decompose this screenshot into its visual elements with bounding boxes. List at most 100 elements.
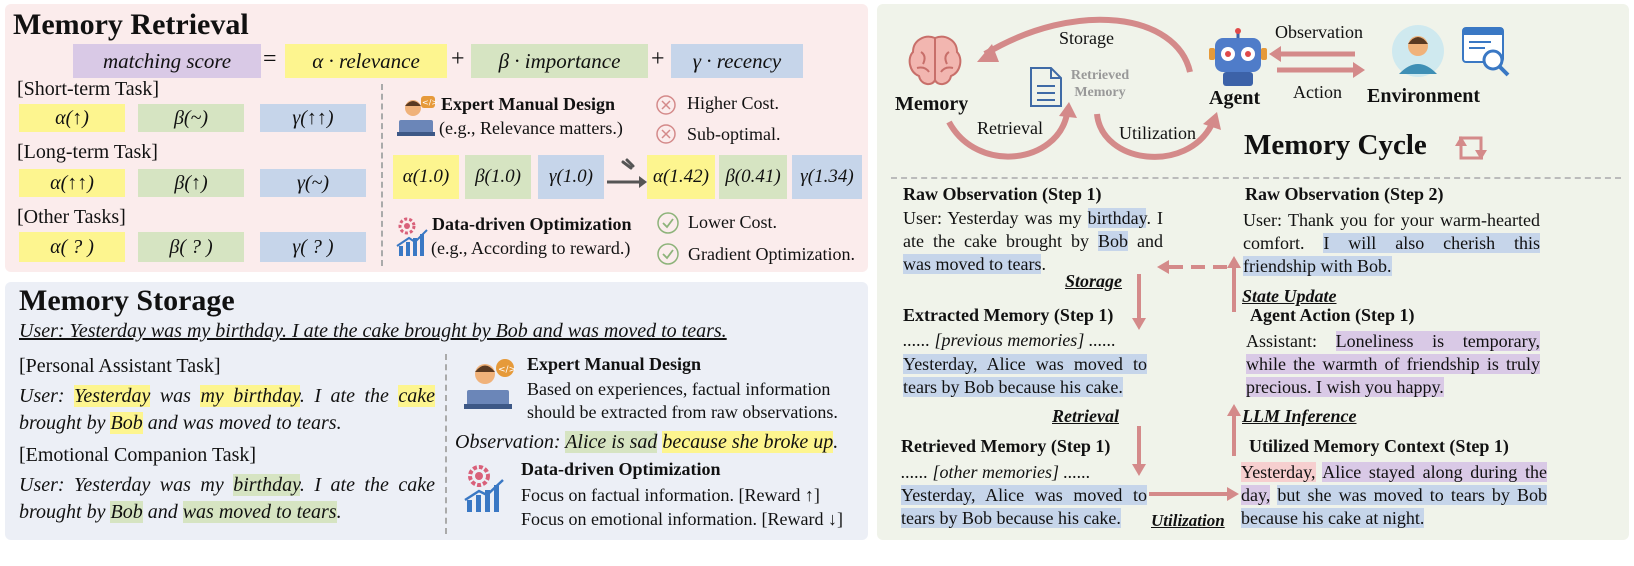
extracted-previous: ...... [previous memories] ...... (903, 330, 1116, 350)
raw2-text: User: Thank you for your warm-hearted co… (1243, 209, 1540, 278)
expert-person-icon: </> (395, 94, 438, 143)
task-other-alpha: α( ? ) (19, 232, 125, 262)
agent-action-prefix: Assistant: (1246, 331, 1336, 351)
storage-panel: Memory Storage User: Yesterday was my bi… (5, 282, 868, 540)
expert-title: Expert Manual Design (441, 94, 616, 114)
pa-highlight-birthday: my birthday (200, 385, 300, 407)
cycle-storage-label: Storage (1059, 28, 1114, 48)
raw1-highlight-birthday: birthday (1087, 208, 1147, 228)
robot-icon (1207, 28, 1269, 93)
pro-lower-cost: Lower Cost. (688, 212, 777, 232)
agent-action-text: Assistant: Loneliness is temporary, whil… (1246, 330, 1540, 399)
cycle-retrieval-label: Retrieval (977, 118, 1043, 138)
storage-expert-line1: Based on experiences, factual informatio… (527, 379, 831, 399)
browser-search-icon (1461, 26, 1511, 83)
retrieval-title: Memory Retrieval (13, 8, 249, 41)
cross-icon-2 (655, 123, 677, 150)
storage-data-icon (463, 464, 507, 519)
after-gamma: γ(1.34) (792, 155, 862, 199)
retrieved-title: Retrieved Memory (Step 1) (901, 436, 1111, 456)
flow-retrieval-label: Retrieval (1052, 406, 1119, 426)
brain-icon (907, 34, 963, 93)
pro-gradient-optimization: Gradient Optimization. (688, 244, 855, 264)
pa-text-2: was (150, 385, 201, 407)
raw1-title: Raw Observation (Step 1) (903, 184, 1102, 204)
after-alpha: α(1.42) (647, 155, 715, 199)
pa-text-5: and was moved to tears. (142, 412, 342, 434)
raw1-highlight-moved: was moved to tears (903, 254, 1042, 274)
observation-highlight-broke-up: because she broke up (662, 431, 834, 453)
ec-text-2: . I ate the cake brought by (19, 474, 435, 523)
retrieved-text: Yesterday, Alice was moved to tears by B… (901, 485, 1147, 528)
formula-term-gamma: γ · recency (671, 44, 803, 78)
task-long-beta: β(↑) (138, 169, 244, 197)
observation-end: . (833, 431, 839, 453)
optimize-arrow (605, 156, 649, 201)
person-icon (1391, 24, 1445, 83)
task-long-gamma: γ(~) (260, 169, 366, 197)
raw1-text-b: . I ate the cake brought by (903, 208, 1164, 251)
formula-plus2: + (651, 46, 665, 72)
task-label-short: [Short-term Task] (17, 78, 160, 100)
agent-action-title: Agent Action (Step 1) (1250, 305, 1415, 325)
before-alpha: α(1.0) (393, 155, 459, 199)
observation-line: Observation: Alice is sad because she br… (455, 431, 838, 454)
cross-icon-1 (655, 94, 677, 121)
observation-label: Observation: (455, 431, 566, 453)
ec-highlight-bob: Bob (110, 501, 143, 523)
storage-divider (445, 354, 447, 534)
extracted-text: Yesterday, Alice was moved to tears by B… (903, 354, 1147, 397)
ec-highlight-moved: was moved to tears (182, 501, 337, 523)
con-sub-optimal: Sub-optimal. (687, 124, 781, 144)
storage-data-line1: Focus on factual information. [Reward ↑] (521, 485, 820, 505)
cycle-title: Memory Cycle (1244, 129, 1427, 161)
svg-text:</>: </> (498, 365, 515, 375)
before-beta: β(1.0) (465, 155, 531, 199)
formula-term-alpha: α · relevance (285, 44, 447, 78)
raw1-text-c: and (1128, 231, 1163, 251)
svg-text:</>: </> (422, 98, 437, 107)
cycle-observation-label: Observation (1275, 22, 1363, 42)
cycle-action-label: Action (1293, 82, 1342, 102)
storage-sentence: User: Yesterday was my birthday. I ate t… (19, 320, 727, 342)
cycle-arrows (877, 4, 1629, 179)
retrieval-panel: Memory Retrieval matching score = α · re… (5, 4, 868, 272)
task-label-other: [Other Tasks] (17, 206, 126, 228)
utilized-title: Utilized Memory Context (Step 1) (1249, 436, 1509, 456)
pa-text-1: User: (19, 385, 75, 407)
task-short-gamma: γ(↑↑) (260, 104, 366, 132)
cycle-environment-label: Environment (1367, 85, 1480, 107)
cycle-utilization-label: Utilization (1119, 123, 1196, 143)
extracted-text-wrap: Yesterday, Alice was moved to tears by B… (903, 353, 1147, 399)
raw1-text-d: . (1041, 254, 1046, 274)
retrieved-memory-icon (1029, 66, 1063, 113)
ec-example: User: Yesterday was my birthday. I ate t… (19, 472, 435, 526)
task-long-alpha: α(↑↑) (19, 169, 125, 197)
ec-text-4: . (336, 501, 342, 523)
cycle-memory-label: Memory (895, 93, 969, 115)
cycle-refresh-icon (1451, 130, 1491, 171)
expert-sub: (e.g., Relevance matters.) (439, 118, 623, 138)
formula-plus1: + (451, 46, 465, 72)
storage-data-line2: Focus on emotional information. [Reward … (521, 509, 843, 529)
utilized-highlight-moved: but she was moved to tears by Bob becaus… (1241, 485, 1548, 528)
flow-utilization-label: Utilization (1151, 511, 1225, 530)
pa-highlight-bob: Bob (110, 412, 143, 434)
storage-expert-icon: </> (461, 356, 516, 417)
formula-term-beta: β · importance (471, 44, 648, 78)
check-icon-1 (656, 211, 680, 240)
utilized-highlight-yesterday: Yesterday, (1241, 462, 1316, 482)
flow-llm-inference-label: LLM Inference (1242, 406, 1357, 426)
task-other-beta: β( ? ) (138, 232, 244, 262)
task-short-alpha: α(↑) (19, 104, 125, 132)
pa-highlight-yesterday: Yesterday (74, 385, 151, 407)
formula-lhs: matching score (73, 44, 261, 78)
pa-example: User: Yesterday was my birthday. I ate t… (19, 383, 436, 437)
task-label-long: [Long-term Task] (17, 141, 158, 163)
retrieved-other: ...... [other memories] ...... (901, 462, 1091, 482)
flow-state-update-label: State Update (1242, 286, 1337, 306)
cycle-divider (891, 177, 1621, 179)
extracted-title: Extracted Memory (Step 1) (903, 305, 1114, 325)
raw2-title: Raw Observation (Step 2) (1245, 184, 1444, 204)
raw1-text-a: User: Yesterday was my (903, 208, 1088, 228)
